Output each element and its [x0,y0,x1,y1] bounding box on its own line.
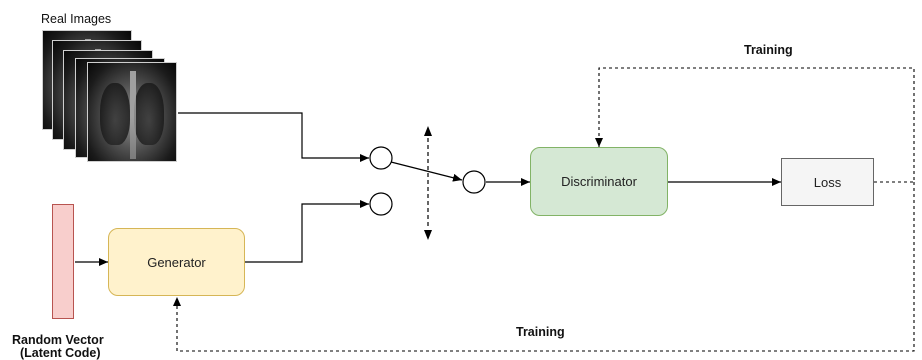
training-label-bottom: Training [516,325,565,339]
real-images-connector [178,112,369,162]
discriminator-node: Discriminator [530,147,668,216]
switch-toggle-arrow-up-head [424,126,432,136]
switch-toggle-arrow-down-head [424,230,432,240]
training-feedback-discriminator [595,67,915,183]
switch-lever [390,161,463,182]
loss-label: Loss [813,174,842,190]
generator-connector [245,200,369,263]
latent-code-label: (Latent Code) [20,346,101,360]
training-label-top: Training [744,43,793,57]
xray-image [87,62,177,162]
generator-label: Generator [147,254,206,270]
switch-output-node [462,170,486,194]
training-feedback-generator [173,182,915,352]
random-vector-bar [52,204,74,319]
discriminator-label: Discriminator [561,174,637,189]
switch-input-real-node [369,146,393,170]
switch-input-fake-node [369,192,393,216]
loss-node: Loss [781,158,874,206]
real-images-label: Real Images [41,12,112,26]
generator-node: Generator [108,228,245,296]
random-vector-label: Random Vector [12,333,104,347]
